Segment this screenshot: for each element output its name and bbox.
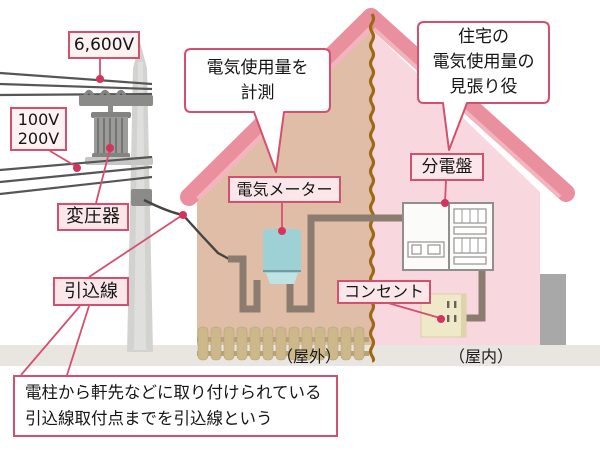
label-low-voltage-line1: 100V	[17, 109, 60, 129]
utility-pole	[0, 42, 153, 352]
caption-outdoor: （屋外）	[276, 347, 341, 366]
panel-bubble-text: 住宅の 電気使用量の 見張り役	[418, 22, 549, 103]
label-high-voltage: 6,600V	[68, 31, 140, 59]
low-voltage-wires	[0, 155, 153, 196]
distribution-board-panel	[402, 202, 494, 271]
note-line1: 電柱から軒先などに取り付けられている	[25, 383, 322, 402]
service-drop-wire	[143, 198, 230, 261]
caption-indoor: （屋内）	[448, 347, 513, 366]
cutaway-divider	[368, 13, 376, 363]
roof-right-slope	[362, 8, 575, 202]
note-line2: 引込線取付点までを引込線という	[25, 409, 273, 428]
roof-right-highlight	[372, 27, 562, 199]
label-service-wire: 引込線	[53, 277, 129, 306]
label-low-voltage-line2: 200V	[17, 129, 60, 148]
meter-speech-bubble	[184, 48, 331, 173]
high-voltage-wires	[0, 71, 153, 97]
panel-bubble-line3: 見張り役	[449, 77, 518, 97]
label-electric-meter: 電気メーター	[228, 176, 341, 203]
meter-bubble-line1: 電気使用量を	[206, 57, 309, 78]
label-transformer: 変圧器	[57, 203, 129, 231]
service-wire-note: 電柱から軒先などに取り付けられている 引込線取付点までを引込線という	[13, 375, 338, 437]
panel-bubble-line1: 住宅の	[458, 27, 509, 47]
panel-speech-bubble	[417, 21, 550, 151]
meter-bubble-line2: 計測	[240, 82, 275, 103]
electric-meter	[263, 229, 301, 284]
label-low-voltage: 100V 200V	[10, 107, 67, 151]
crossarm	[79, 89, 153, 106]
fence	[197, 326, 369, 361]
connector-lines	[20, 59, 447, 376]
house-wiring	[228, 214, 486, 322]
label-outlet: コンセント	[337, 280, 431, 304]
label-distribution-board: 分電盤	[410, 153, 484, 181]
meter-bubble-text: 電気使用量を 計測	[185, 49, 330, 112]
connector-dots	[73, 75, 449, 323]
gate-pillar	[540, 274, 566, 345]
panel-bubble-line2: 電気使用量の	[432, 52, 535, 72]
